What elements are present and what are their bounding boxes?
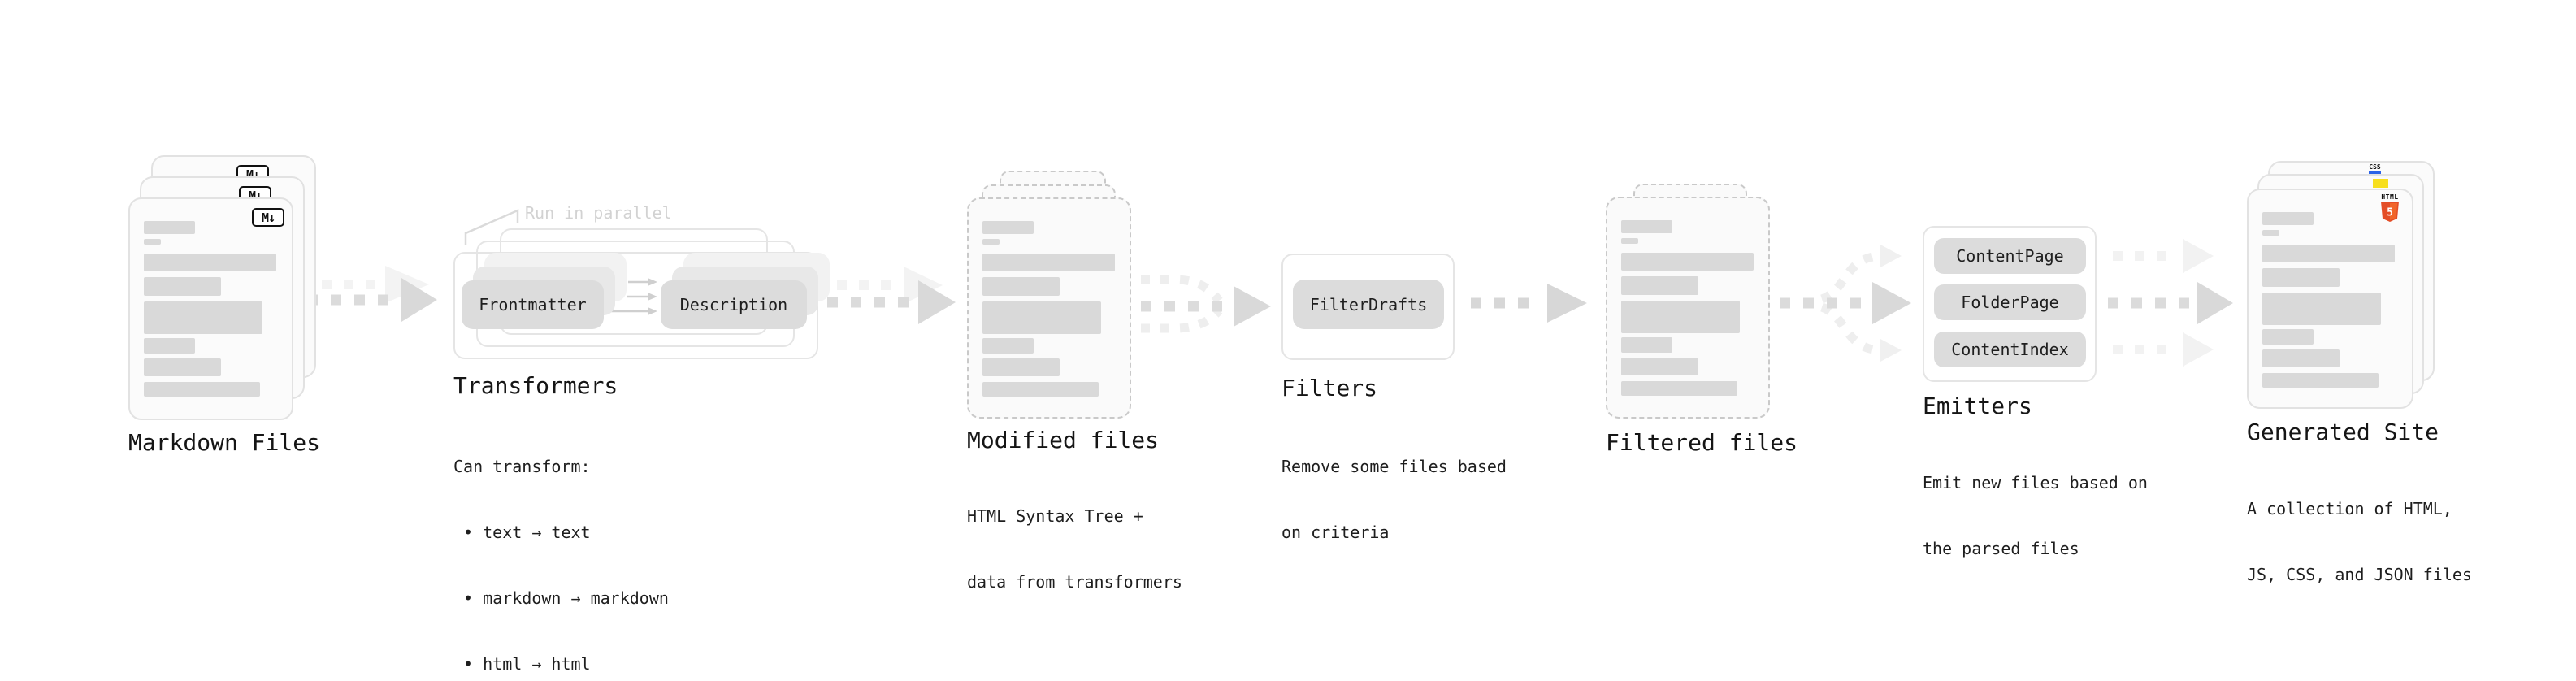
doc-content-placeholder	[2262, 212, 2395, 388]
run-in-parallel-leader-line	[464, 209, 519, 245]
text-line-placeholder	[982, 382, 1099, 397]
contentpage-pill: ContentPage	[1934, 238, 2086, 274]
transformer-parallel-arrows	[611, 278, 657, 315]
text-line-placeholder	[144, 221, 195, 234]
text-line-placeholder	[1621, 220, 1672, 233]
filtered-files-title: Filtered files	[1606, 429, 1798, 456]
description-line: data from transformers	[967, 572, 1182, 592]
filterdrafts-pill: FilterDrafts	[1293, 280, 1444, 329]
text-line-placeholder	[982, 277, 1060, 296]
transformers-title: Transformers	[453, 372, 618, 399]
emitters-description: Emit new files based on the parsed files	[1923, 428, 2148, 604]
text-line-placeholder	[144, 338, 195, 354]
description-line: • text → text	[453, 523, 591, 542]
arrow-filters-to-filtered	[1471, 284, 1587, 323]
html5-badge-label: HTML	[2381, 193, 2399, 201]
text-line-placeholder	[982, 358, 1060, 376]
description-line: JS, CSS, and JSON files	[2247, 565, 2472, 584]
markdown-file-card-front: M↓	[128, 197, 293, 420]
generated-site-description: A collection of HTML, JS, CSS, and JSON …	[2247, 454, 2472, 630]
arrow-filtered-to-emitters	[1780, 245, 1911, 362]
text-line-placeholder	[1621, 381, 1737, 396]
text-line-placeholder	[1621, 337, 1672, 353]
arrow-markdown-to-transformers	[307, 266, 437, 322]
css-icon: CSS	[2369, 164, 2381, 174]
text-line-placeholder	[1621, 276, 1698, 295]
description-line: • markdown → markdown	[453, 588, 669, 608]
description-line: HTML Syntax Tree +	[967, 506, 1143, 526]
text-line-placeholder	[982, 301, 1101, 334]
doc-content-placeholder	[144, 221, 276, 397]
description-line: Emit new files based on	[1923, 473, 2148, 492]
transformers-description: Can transform: • text → text • markdown …	[453, 412, 669, 681]
markdown-files-title: Markdown Files	[128, 429, 321, 456]
css-badge-underline	[2369, 171, 2381, 174]
text-line-placeholder	[144, 358, 221, 376]
text-line-placeholder	[144, 301, 262, 334]
site-file-card-front: HTML 5	[2247, 189, 2413, 409]
folderpage-pill: FolderPage	[1934, 284, 2086, 320]
text-line-placeholder	[2262, 329, 2314, 345]
filters-title: Filters	[1281, 375, 1378, 401]
description-line: Can transform:	[453, 457, 591, 476]
frontmatter-pill: Frontmatter	[462, 280, 604, 329]
css-badge-label: CSS	[2369, 163, 2381, 171]
text-line-placeholder	[982, 239, 1000, 245]
markdown-icon: M↓	[252, 208, 284, 227]
text-line-placeholder	[144, 382, 260, 397]
text-line-placeholder	[982, 221, 1034, 234]
doc-content-placeholder	[982, 221, 1115, 397]
text-line-placeholder	[2262, 268, 2340, 287]
filters-box	[1281, 254, 1455, 360]
text-line-placeholder	[2262, 293, 2381, 325]
filtered-file-card	[1606, 197, 1770, 419]
html5-badge-number: 5	[2387, 207, 2393, 219]
modified-file-peek-middle	[982, 184, 1116, 199]
text-line-placeholder	[2262, 373, 2379, 388]
modified-files-title: Modified files	[967, 427, 1160, 453]
filtered-file-peek	[1633, 184, 1747, 198]
doc-content-placeholder	[1621, 220, 1754, 396]
arrow-modified-to-filters	[1141, 275, 1271, 333]
filters-description: Remove some files based on criteria	[1281, 412, 1507, 588]
contentindex-pill: ContentIndex	[1934, 332, 2086, 367]
emitters-title: Emitters	[1923, 393, 2032, 419]
html5-icon: HTML 5	[2379, 194, 2400, 225]
modified-file-peek-back	[1000, 171, 1106, 186]
text-line-placeholder	[1621, 253, 1754, 271]
text-line-placeholder	[982, 254, 1115, 271]
text-line-placeholder	[2262, 245, 2395, 262]
text-line-placeholder	[2262, 212, 2314, 225]
arrow-transformers-to-modified	[827, 267, 956, 324]
description-line: A collection of HTML,	[2247, 499, 2452, 518]
description-line: • html → html	[453, 654, 591, 674]
modified-file-card	[967, 197, 1131, 419]
text-line-placeholder	[982, 338, 1034, 354]
description-pill: Description	[661, 280, 807, 329]
js-icon	[2373, 179, 2388, 188]
text-line-placeholder	[2262, 349, 2340, 367]
text-line-placeholder	[144, 254, 276, 271]
text-line-placeholder	[2262, 230, 2279, 236]
arrow-emitters-to-site	[2108, 239, 2233, 367]
description-line: on criteria	[1281, 523, 1390, 542]
description-line: the parsed files	[1923, 539, 2079, 558]
modified-files-description: HTML Syntax Tree + data from transformer…	[967, 462, 1182, 637]
html5-shield: 5	[2381, 202, 2399, 222]
emitters-box	[1923, 226, 2097, 382]
generated-site-title: Generated Site	[2247, 419, 2439, 445]
text-line-placeholder	[1621, 238, 1638, 244]
run-in-parallel-note: Run in parallel	[525, 203, 672, 223]
text-line-placeholder	[1621, 301, 1740, 333]
text-line-placeholder	[144, 277, 221, 296]
text-line-placeholder	[144, 239, 161, 245]
description-line: Remove some files based	[1281, 457, 1507, 476]
text-line-placeholder	[1621, 358, 1698, 375]
